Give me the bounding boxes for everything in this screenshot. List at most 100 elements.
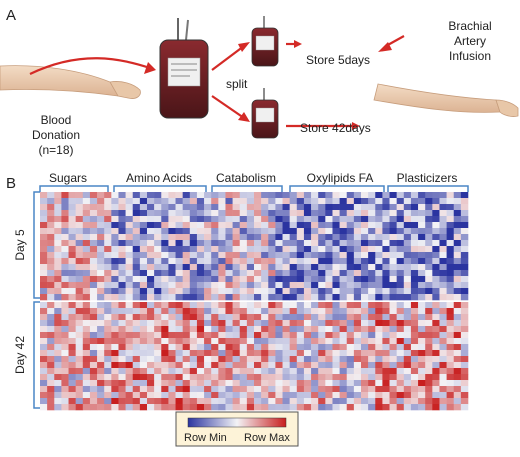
heatmap-cell bbox=[82, 192, 91, 199]
heatmap-cell bbox=[389, 392, 397, 399]
heatmap-cell bbox=[175, 344, 183, 351]
heatmap-cell bbox=[382, 374, 390, 381]
heatmap-cell bbox=[311, 320, 319, 327]
heatmap-cell bbox=[54, 264, 62, 271]
heatmap-cell bbox=[425, 302, 433, 309]
heatmap-cell bbox=[89, 404, 98, 411]
heatmap-cell bbox=[82, 204, 91, 211]
heatmap-cell bbox=[68, 308, 76, 315]
heatmap-cell bbox=[396, 398, 405, 405]
heatmap-cell bbox=[353, 240, 362, 247]
heatmap-cell bbox=[154, 216, 162, 223]
heatmap-cell bbox=[147, 320, 155, 327]
heatmap-cell bbox=[396, 240, 405, 247]
heatmap-cell bbox=[403, 380, 412, 387]
heatmap-cell bbox=[225, 222, 233, 229]
heatmap-cell bbox=[361, 270, 369, 277]
heatmap-cell bbox=[54, 374, 62, 381]
heatmap-cell bbox=[261, 362, 269, 369]
heatmap-cell bbox=[161, 240, 169, 247]
heatmap-cell bbox=[232, 204, 241, 211]
heatmap-cell bbox=[189, 380, 198, 387]
heatmap-cell bbox=[418, 332, 426, 339]
heatmap-cell bbox=[318, 380, 326, 387]
heatmap-cell bbox=[125, 222, 134, 229]
heatmap-cell bbox=[403, 344, 412, 351]
heatmap-cell bbox=[325, 350, 333, 357]
heatmap-cell bbox=[97, 210, 105, 217]
blood-bag-small-42d-image bbox=[251, 88, 279, 139]
heatmap-cell bbox=[254, 302, 262, 309]
heatmap-cell bbox=[75, 216, 84, 223]
heatmap-cell bbox=[111, 222, 119, 229]
heatmap-cell bbox=[225, 302, 233, 309]
heatmap-cell bbox=[196, 294, 205, 301]
heatmap-cell bbox=[175, 246, 183, 253]
heatmap-cell bbox=[75, 362, 84, 369]
heatmap-cell bbox=[125, 350, 134, 357]
heatmap-cell bbox=[460, 288, 469, 295]
heatmap-cell bbox=[118, 246, 126, 253]
heatmap-cell bbox=[425, 294, 433, 301]
heatmap-cell bbox=[375, 404, 383, 411]
store-42d-label: Store 42days bbox=[300, 121, 371, 135]
heatmap-cell bbox=[254, 282, 262, 289]
heatmap-cell bbox=[225, 276, 233, 283]
heatmap-cell bbox=[218, 240, 226, 247]
heatmap-cell bbox=[353, 332, 362, 339]
infusion-label-line2: Artery bbox=[454, 34, 486, 48]
heatmap-cell bbox=[175, 374, 183, 381]
heatmap-cell bbox=[196, 276, 205, 283]
heatmap-cell bbox=[382, 368, 390, 375]
heatmap-cell bbox=[339, 228, 348, 235]
heatmap-cell bbox=[147, 276, 155, 283]
heatmap-cell bbox=[261, 258, 269, 265]
heatmap-cell bbox=[89, 276, 98, 283]
heatmap-cell bbox=[446, 350, 455, 357]
heatmap-cell bbox=[175, 216, 183, 223]
heatmap-cell bbox=[218, 314, 226, 321]
heatmap-cell bbox=[147, 326, 155, 333]
heatmap-cell bbox=[353, 294, 362, 301]
heatmap-cell bbox=[75, 314, 84, 321]
heatmap-cell bbox=[154, 264, 162, 271]
heatmap-cell bbox=[439, 332, 447, 339]
heatmap-cell bbox=[211, 308, 219, 315]
heatmap-cell bbox=[418, 344, 426, 351]
heatmap-cell bbox=[432, 308, 440, 315]
heatmap-cell bbox=[232, 326, 241, 333]
heatmap-cell bbox=[353, 288, 362, 295]
heatmap-cell bbox=[182, 240, 191, 247]
heatmap-cell bbox=[54, 356, 62, 363]
heatmap-cell bbox=[118, 240, 126, 247]
heatmap-cell bbox=[318, 356, 326, 363]
heatmap-cell bbox=[275, 314, 283, 321]
heatmap-cell bbox=[125, 228, 134, 235]
heatmap-cell bbox=[211, 192, 219, 199]
heatmap-cell bbox=[97, 332, 105, 339]
heatmap-cell bbox=[118, 332, 126, 339]
heatmap-cell bbox=[382, 270, 390, 277]
heatmap-cell bbox=[139, 198, 148, 205]
heatmap-cell bbox=[460, 314, 469, 321]
heatmap-cell bbox=[410, 344, 419, 351]
heatmap-cell bbox=[375, 216, 383, 223]
heatmap-cell bbox=[154, 270, 162, 277]
heatmap-cell bbox=[211, 356, 219, 363]
heatmap-cell bbox=[403, 368, 412, 375]
heatmap-cell bbox=[225, 398, 233, 405]
heatmap-cell bbox=[453, 204, 462, 211]
heatmap-cell bbox=[261, 338, 269, 345]
heatmap-cell bbox=[254, 222, 262, 229]
heatmap-cell bbox=[182, 302, 191, 309]
heatmap-cell bbox=[54, 308, 62, 315]
heatmap-cell bbox=[175, 228, 183, 235]
heatmap-cell bbox=[168, 386, 176, 393]
heatmap-cell bbox=[261, 320, 269, 327]
heatmap-cell bbox=[425, 216, 433, 223]
heatmap-cell bbox=[232, 288, 241, 295]
heatmap-cell bbox=[254, 252, 262, 259]
heatmap-cell bbox=[54, 258, 62, 265]
heatmap-cell bbox=[446, 252, 455, 259]
heatmap-cell bbox=[111, 368, 119, 375]
